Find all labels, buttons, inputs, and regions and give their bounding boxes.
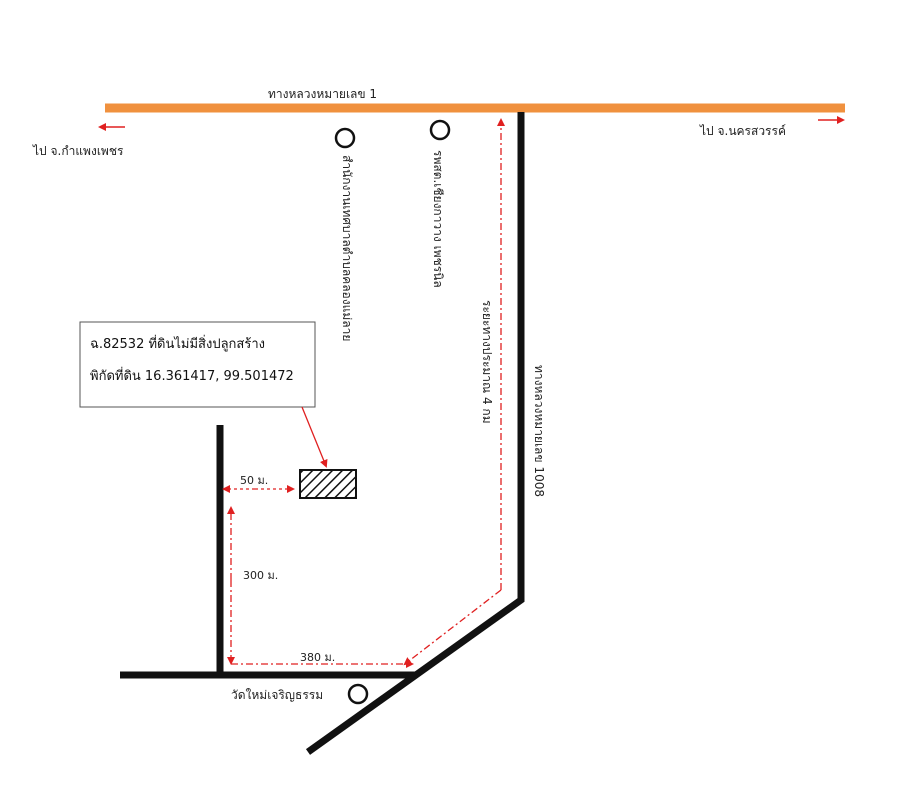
dist-380m-label: 380 ม. [300, 651, 335, 664]
highway-1-label: ทางหลวงหมายเลข 1 [268, 87, 377, 101]
municipal-office-marker [334, 127, 356, 149]
parcel-pointer-arrow [301, 406, 328, 468]
parcel-info-line2: พิกัดที่ดิน 16.361417, 99.501472 [90, 367, 294, 384]
highway-1008-label: ทางหลวงหมายเลข 1008 [532, 365, 546, 497]
distance-4km-diagonal [403, 589, 502, 666]
parcel-info-box [79, 321, 316, 408]
distance-4km-label: ระยะทางประมาณ 4 กม [480, 300, 494, 424]
temple-marker [347, 683, 369, 705]
dist-50m-label: 50 ม. [240, 474, 268, 487]
temple-label: วัดใหม่เจริญธรรม [231, 688, 323, 702]
municipal-office-label: สำนักงานเทศบาลตำบลคลองแม่ลาย [340, 155, 354, 341]
to-kamphaeng-phet-label: ไป จ.กำแพงเพชร [32, 144, 124, 158]
road-1008 [305, 112, 525, 755]
to-nakhon-sawan-label: ไป จ.นครสวรรค์ [699, 124, 786, 138]
land-parcel-marker [299, 469, 357, 499]
dist-300m-label: 300 ม. [243, 569, 278, 582]
parcel-info-line1: ฉ.82532 ที่ดินไม่มีสิ่งปลูกสร้าง [90, 335, 265, 352]
health-station-marker [429, 119, 451, 141]
health-station-label: รพสต.เชียงกาวาง เพชรนิล [431, 150, 445, 288]
